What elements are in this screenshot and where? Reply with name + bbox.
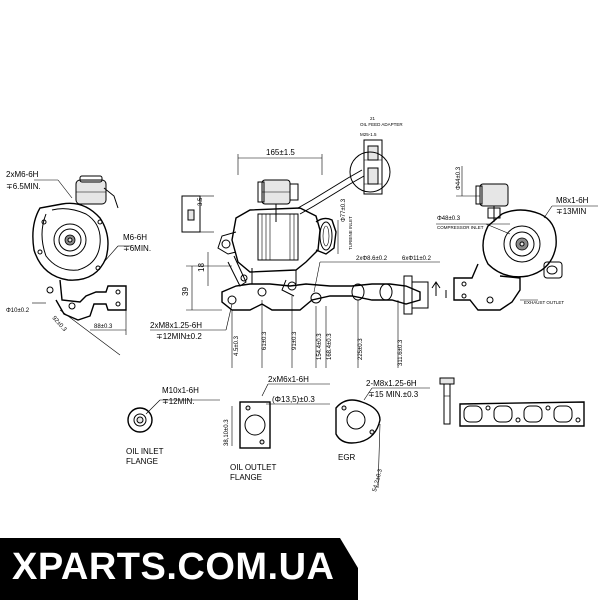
watermark-text: XPARTS.COM.UA — [12, 546, 335, 588]
dim18-label: 18 — [197, 263, 206, 272]
left-thread-label: 2xM6-6H — [6, 170, 39, 179]
egr-flange: 2-M8x1.25-6H ∓15 MIN.±0.3 EGR 54,2±0.3 — [335, 379, 430, 493]
oil-inlet-flange-label: FLANGE — [126, 457, 158, 466]
m8-right-label: M8x1-6H — [556, 196, 589, 205]
dim165-label: 165±1.5 — [266, 148, 295, 157]
phi10-label: Φ10±0.2 — [6, 308, 30, 314]
egr-depth-label: ∓15 MIN.±0.3 — [368, 390, 419, 399]
left-depth-label: ∓6.5MIN. — [6, 182, 41, 191]
oil-outlet-label: OIL OUTLET — [230, 463, 276, 472]
oil-outlet-flange: 2xM6x1-6H (Φ13,5)±0.3 38,10±0.3 OIL OUTL… — [224, 375, 330, 482]
phi13-5-label: (Φ13,5)±0.3 — [272, 395, 315, 404]
exhaust-outlet-label: EXHAUST OUTLET — [524, 300, 564, 305]
holes-11-label: 6xΦ11±0.2 — [402, 256, 432, 262]
phi44-label: Φ44±0.3 — [456, 166, 462, 190]
oil-feed-num: 21 — [370, 116, 376, 121]
dim88-label: 88±0.3 — [94, 324, 113, 330]
oil-inlet-label: OIL INLET — [126, 447, 164, 456]
dim311-label: 311.6±0.3 — [398, 339, 404, 366]
m10-depth-label: ∓12MIN. — [162, 397, 195, 406]
oil-outlet-flange-label: FLANGE — [230, 473, 262, 482]
comp-inlet-label: COMPRESSOR INLET — [437, 225, 484, 230]
dim91-label: 91±0.3 — [292, 331, 298, 350]
dim61-label: 61±0.3 — [262, 331, 268, 350]
turbine-inlet-label: TURBINE INLET — [348, 216, 353, 250]
oil-inlet-flange: M10x1-6H ∓12MIN. OIL INLET FLANGE — [126, 386, 220, 466]
m10-label: M10x1-6H — [162, 386, 199, 395]
dim3-5-label: 3.5 — [198, 197, 204, 206]
phi48-label: Φ48±0.3 — [437, 216, 461, 222]
egr-thread-label: 2-M8x1.25-6H — [366, 379, 417, 388]
dim154-label: 154.4±0.3 — [317, 333, 323, 360]
left-depth2-label: ∓6MIN. — [123, 244, 151, 253]
dim92-label: 92±0.3 — [51, 315, 68, 333]
dim38-label: 38,10±0.3 — [224, 419, 230, 446]
dim225-label: 225±0.3 — [358, 338, 364, 360]
watermark-banner — [0, 538, 358, 600]
center-view: 165±1.5 3.5 Φ77±0.3 TURBINE INLET — [150, 116, 447, 368]
left-thread2-label: M6-6H — [123, 233, 147, 242]
left-view: 2xM6-6H ∓6.5MIN. M6-6H ∓6MIN. Φ10±0.2 88… — [6, 170, 151, 356]
m25-label: M25-1.5 — [360, 132, 377, 137]
right-view: Φ44±0.3 EXHAUST OUTLET M8x1-6H ∓13MIN Φ4… — [436, 166, 598, 311]
m8-depth-label: ∓12MIN±0.2 — [156, 332, 202, 341]
m6-thread-label: 2xM6x1-6H — [268, 375, 309, 384]
bolt-and-gasket — [439, 377, 585, 427]
egr-label: EGR — [338, 453, 356, 462]
dim39-label: 39 — [181, 287, 190, 296]
dim168-label: 168.4±0.3 — [327, 333, 333, 360]
oil-feed-label: OIL FEED ADAPTER — [360, 122, 403, 127]
phi77-label: Φ77±0.3 — [341, 198, 347, 222]
dim54-label: 54,2±0.3 — [372, 468, 384, 493]
m8-thread-label: 2xM8x1.25-6H — [150, 321, 202, 330]
holes-8-6-label: 2xΦ8.6±0.2 — [356, 256, 388, 262]
m8-right-depth-label: ∓13MIN — [556, 207, 586, 216]
dim4-5-label: 4.5±0.3 — [234, 335, 240, 356]
